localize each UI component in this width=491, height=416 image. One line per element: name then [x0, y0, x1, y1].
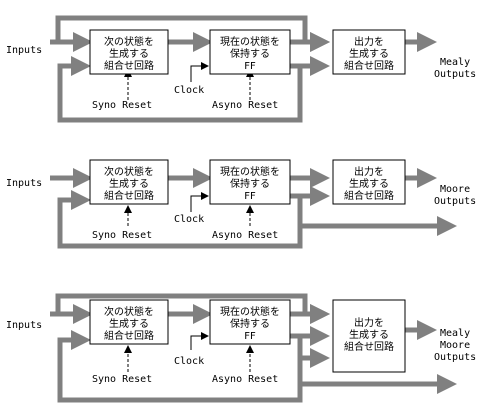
syno-reset-label: Syno Reset — [92, 374, 152, 385]
output-text-2: 生成する — [349, 328, 389, 341]
ff-text-3: FF — [244, 331, 256, 342]
output-logic-block — [332, 29, 406, 75]
moore-machine-diagram — [50, 168, 457, 249]
output-text-1: 出力を — [354, 35, 384, 48]
syno-reset-label: Syno Reset — [92, 230, 152, 241]
output-text-3: 組合せ回路 — [344, 189, 394, 202]
wire-state-feedback — [57, 56, 303, 123]
next-state-text-2: 生成する — [109, 47, 149, 60]
moore-blocks — [89, 159, 406, 205]
mixed-outputs-label-1: Mealy — [440, 328, 470, 339]
clock-line — [190, 192, 209, 212]
mealy-labels: Inputs Clock Syno Reset Asyno Reset Meal… — [6, 45, 476, 111]
moore-block-text: 次の状態を 生成する 組合せ回路 現在の状態を 保持する FF 出力を 生成する… — [104, 165, 394, 202]
asyno-reset-label: Asyno Reset — [212, 100, 278, 111]
mealy-machine-diagram — [50, 15, 437, 123]
output-logic-block — [332, 299, 406, 373]
ff-text-1: 現在の状態を — [220, 305, 280, 318]
moore-labels: Inputs Clock Syno Reset Asyno Reset Moor… — [6, 178, 476, 241]
next-state-text-1: 次の状態を — [104, 35, 154, 48]
next-state-logic-block — [89, 299, 169, 345]
output-text-1: 出力を — [354, 316, 384, 329]
mixed-outputs-label-2: Moore — [440, 340, 470, 351]
next-state-text-2: 生成する — [109, 317, 149, 330]
output-text-3: 組合せ回路 — [344, 59, 394, 72]
ff-text-2: 保持する — [230, 317, 270, 330]
inputs-label: Inputs — [6, 45, 42, 56]
moore-outputs-label-2: Outputs — [434, 196, 476, 207]
asyno-reset-label: Asyno Reset — [212, 230, 278, 241]
inputs-label: Inputs — [6, 178, 42, 189]
clock-line — [190, 332, 209, 350]
ff-text-1: 現在の状態を — [220, 35, 280, 48]
wire-state-feedback — [57, 330, 303, 403]
ff-text-2: 保持する — [230, 47, 270, 60]
output-text-1: 出力を — [354, 165, 384, 178]
state-register-block — [209, 29, 291, 75]
next-state-text-3: 組合せ回路 — [104, 189, 154, 202]
ff-text-1: 現在の状態を — [220, 165, 280, 178]
inputs-label: Inputs — [6, 320, 42, 331]
output-text-3: 組合せ回路 — [344, 340, 394, 353]
mixed-blocks — [89, 299, 406, 373]
ff-text-3: FF — [244, 61, 256, 72]
mealy-outputs-label-2: Outputs — [434, 69, 476, 80]
mixed-thin-lines — [124, 332, 254, 372]
mixed-outputs-label-3: Outputs — [434, 352, 476, 363]
ff-text-2: 保持する — [230, 177, 270, 190]
clock-label: Clock — [174, 356, 204, 367]
moore-thin-lines — [124, 192, 254, 226]
next-state-logic-block — [89, 159, 169, 205]
next-state-text-3: 組合せ回路 — [104, 329, 154, 342]
clock-line — [190, 62, 209, 82]
mixed-block-text: 次の状態を 生成する 組合せ回路 現在の状態を 保持する FF 出力を 生成する… — [104, 305, 394, 353]
output-logic-block — [332, 159, 406, 205]
next-state-text-3: 組合せ回路 — [104, 59, 154, 72]
state-register-block — [209, 299, 291, 345]
output-text-2: 生成する — [349, 47, 389, 60]
next-state-text-2: 生成する — [109, 177, 149, 190]
state-register-block — [209, 159, 291, 205]
mealy-outputs-label-1: Mealy — [440, 57, 470, 68]
moore-outputs-label-1: Moore — [440, 184, 470, 195]
next-state-text-1: 次の状態を — [104, 165, 154, 178]
output-text-2: 生成する — [349, 177, 389, 190]
mealy-thin-lines — [124, 62, 254, 100]
wire-state-feedback — [57, 190, 303, 249]
mixed-machine-diagram — [50, 293, 457, 403]
mealy-block-text: 次の状態を 生成する 組合せ回路 現在の状態を 保持する FF 出力を 生成する… — [104, 35, 394, 72]
mealy-blocks — [89, 29, 406, 75]
clock-label: Clock — [174, 214, 204, 225]
asyno-reset-label: Asyno Reset — [212, 374, 278, 385]
ff-text-3: FF — [244, 191, 256, 202]
syno-reset-label: Syno Reset — [92, 100, 152, 111]
clock-label: Clock — [174, 85, 204, 96]
mixed-labels: Inputs Clock Syno Reset Asyno Reset Meal… — [6, 320, 476, 385]
next-state-logic-block — [89, 29, 169, 75]
next-state-text-1: 次の状態を — [104, 305, 154, 318]
